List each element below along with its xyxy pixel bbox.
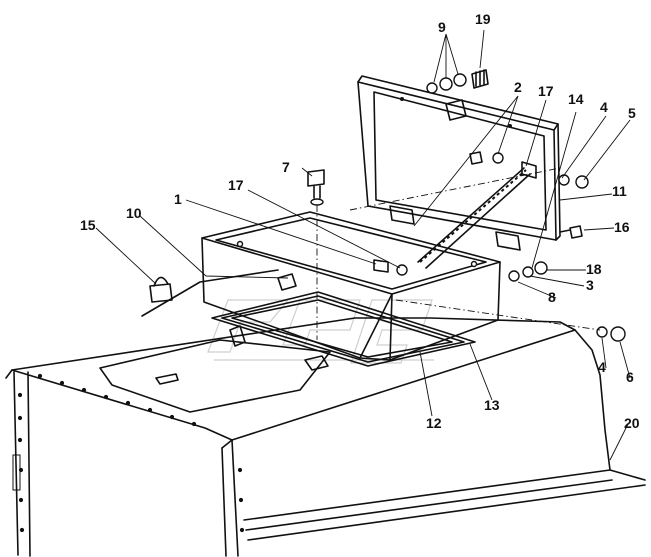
toolbox-body: [201, 211, 501, 361]
callout-labels: 9 19 2 17 14 4 5 11 16 18 3 8 4 6 7 17 1…: [80, 11, 640, 431]
callout-12: 12: [426, 415, 442, 431]
screw-2: [469, 151, 504, 165]
seal-gasket-frame: [211, 291, 476, 371]
callout-17a: 17: [538, 83, 554, 99]
callout-3: 3: [586, 277, 594, 293]
roof-hatch: [99, 339, 331, 413]
bolt-17: [373, 259, 408, 276]
assembly-axes: [316, 167, 601, 340]
callout-5: 5: [628, 105, 636, 121]
cab-roof-panel: [5, 317, 646, 557]
callout-6: 6: [626, 369, 634, 385]
washers-3-8-18: [508, 261, 548, 282]
lid-stay-chain: [417, 167, 531, 269]
callout-17b: 17: [228, 177, 244, 193]
callout-2: 2: [514, 79, 522, 95]
callout-20: 20: [624, 415, 640, 431]
callout-16: 16: [614, 219, 630, 235]
callout-7: 7: [282, 159, 290, 175]
toolbox-lid: [357, 75, 561, 251]
callout-11: 11: [612, 183, 627, 199]
callout-10: 10: [126, 205, 142, 221]
nuts-4-6-lower: [596, 326, 626, 342]
callout-4b: 4: [598, 359, 606, 375]
callout-14: 14: [568, 91, 584, 107]
leader-lines: [95, 29, 631, 461]
callout-4a: 4: [600, 99, 608, 115]
callout-9: 9: [438, 19, 446, 35]
bolt-7: [307, 169, 325, 206]
callout-18: 18: [586, 261, 602, 277]
callout-1: 1: [174, 191, 182, 207]
callout-15: 15: [80, 217, 96, 233]
screw-16: [559, 225, 583, 239]
lid-hardware: [426, 69, 489, 94]
callout-19: 19: [475, 11, 491, 27]
callout-13: 13: [484, 397, 500, 413]
nuts-4-5-top: [558, 174, 589, 189]
callout-8: 8: [548, 289, 556, 305]
